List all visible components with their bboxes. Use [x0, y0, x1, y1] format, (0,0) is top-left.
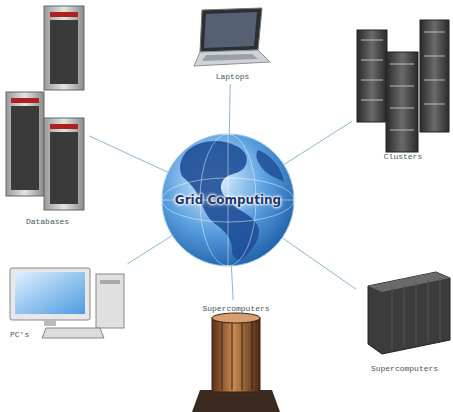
- connector-line: [229, 84, 231, 134]
- globe-node: Grid Computing: [162, 134, 294, 266]
- connector-line: [284, 121, 352, 164]
- connector-line: [127, 235, 172, 264]
- device-label: Databases: [26, 217, 69, 227]
- device-label: Clusters: [384, 152, 422, 162]
- connector-line: [231, 266, 233, 300]
- device-label: Supercomputers: [371, 364, 438, 374]
- supercomputer-row: [368, 272, 450, 354]
- connector-line: [282, 238, 356, 289]
- device-node: Supercomputers: [356, 268, 450, 376]
- connector-line: [89, 136, 168, 172]
- device-node: Supercomputers: [184, 300, 288, 412]
- device-node: Clusters: [352, 16, 451, 164]
- globe: [162, 134, 294, 266]
- device-node: Laptops: [192, 4, 270, 84]
- device-node: PC's: [4, 264, 128, 342]
- globe-title: Grid Computing: [175, 193, 281, 207]
- cluster-racks: [357, 20, 449, 152]
- database-racks: [6, 6, 84, 210]
- device-label: PC's: [10, 330, 29, 340]
- laptop-illustration: [194, 8, 270, 66]
- pc-illustration: [10, 268, 124, 338]
- cylindrical-supercomputer: [192, 313, 280, 412]
- device-node: Databases: [3, 3, 89, 229]
- device-label: Laptops: [216, 72, 250, 82]
- device-label: Supercomputers: [202, 304, 269, 314]
